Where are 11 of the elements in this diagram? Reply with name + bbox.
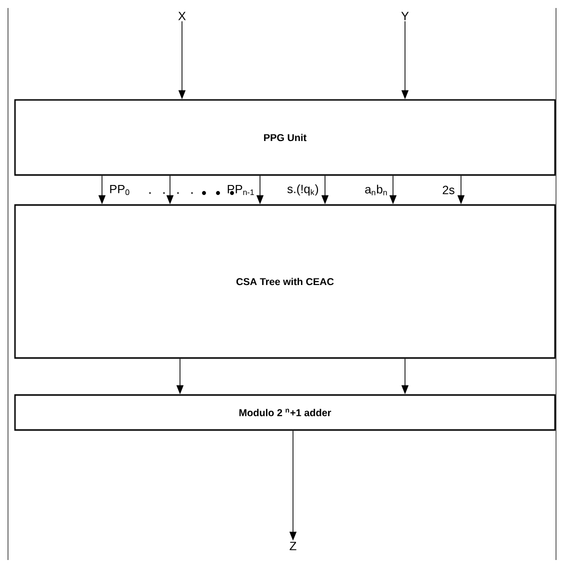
signal-label: Z bbox=[290, 542, 296, 550]
block-box: PPG Unit bbox=[14, 99, 556, 176]
block-box: Modulo 2 $^{n}$+1 adder bbox=[14, 394, 556, 431]
signal-label: PP$_{0}$ bbox=[110, 184, 130, 196]
block-box: CSA Tree with CEAC bbox=[14, 204, 556, 359]
signal-label: PP$_{n-1}$ bbox=[228, 185, 254, 195]
signal-label: X bbox=[178, 12, 186, 20]
signal-label: s.(!q$_{k}$) bbox=[287, 184, 318, 196]
signal-label: 2s bbox=[442, 186, 454, 194]
signal-label: a$_{n}$b$_{n}$ bbox=[365, 184, 387, 196]
signal-label: Y bbox=[401, 12, 409, 20]
